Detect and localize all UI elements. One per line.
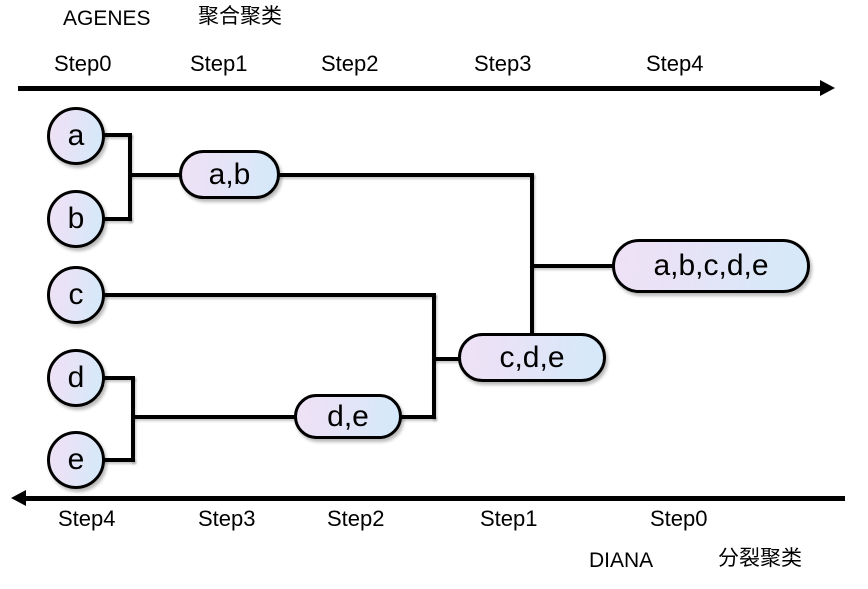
link-de-to-cde	[399, 415, 436, 419]
bottom-step-label-2: Step2	[327, 506, 385, 531]
cluster-node-de[interactable]: d,e	[294, 394, 402, 439]
leaf-node-c-label: c	[68, 278, 84, 311]
leaf-node-c[interactable]: c	[47, 266, 105, 324]
cluster-node-cde[interactable]: c,d,e	[458, 333, 606, 382]
link-cde-stem	[432, 357, 464, 361]
leaf-node-a-label: a	[67, 119, 85, 152]
bottom-step-label-0: Step4	[58, 506, 116, 531]
bottom-step-label-4: Step0	[650, 506, 708, 531]
link-a-horizontal	[100, 133, 132, 137]
link-c-horizontal	[100, 293, 436, 297]
top-step-label-3: Step3	[474, 51, 532, 76]
bottom-step-label-3: Step1	[480, 506, 538, 531]
cluster-node-de-label: d,e	[327, 399, 369, 433]
link-ab-stem	[128, 173, 184, 177]
leaf-node-e-label: e	[67, 443, 85, 476]
top-step-label-1: Step1	[190, 51, 248, 76]
leaf-node-e[interactable]: e	[47, 431, 105, 489]
top-step-label-0: Step0	[54, 51, 112, 76]
bottom-axis-line	[26, 496, 845, 501]
link-ab-bracket-vertical	[128, 133, 132, 221]
leaf-node-a[interactable]: a	[47, 107, 105, 165]
top-step-label-4: Step4	[646, 51, 704, 76]
link-e-horizontal	[100, 458, 135, 462]
link-ab-to-root	[276, 173, 534, 177]
link-de-bracket-vertical	[131, 376, 135, 462]
top-axis-line	[18, 86, 823, 91]
leaf-node-d[interactable]: d	[47, 349, 105, 407]
link-b-horizontal	[100, 217, 132, 221]
link-d-horizontal	[100, 376, 135, 380]
agenes-title-chinese: 聚合聚类	[198, 5, 282, 28]
link-root-stem	[530, 264, 616, 268]
link-cde-bracket-vertical	[432, 293, 436, 419]
diana-title: DIANA	[589, 549, 654, 572]
leaf-node-d-label: d	[67, 361, 85, 394]
cluster-node-abcde-label: a,b,c,d,e	[653, 249, 769, 282]
leaf-node-b-label: b	[67, 202, 85, 235]
diana-title-chinese: 分裂聚类	[718, 547, 802, 570]
link-root-vertical	[530, 173, 534, 353]
cluster-node-cde-label: c,d,e	[499, 340, 565, 374]
cluster-node-abcde[interactable]: a,b,c,d,e	[612, 239, 810, 293]
link-de-stem	[131, 415, 301, 419]
bottom-axis-arrowhead-icon	[11, 490, 26, 506]
leaf-node-b[interactable]: b	[47, 190, 105, 248]
cluster-node-ab[interactable]: a,b	[179, 150, 280, 199]
bottom-step-label-1: Step3	[198, 506, 256, 531]
agenes-title: AGENES	[63, 7, 151, 30]
cluster-node-ab-label: a,b	[208, 157, 251, 191]
top-step-label-2: Step2	[321, 51, 379, 76]
top-axis-arrowhead-icon	[820, 80, 835, 96]
